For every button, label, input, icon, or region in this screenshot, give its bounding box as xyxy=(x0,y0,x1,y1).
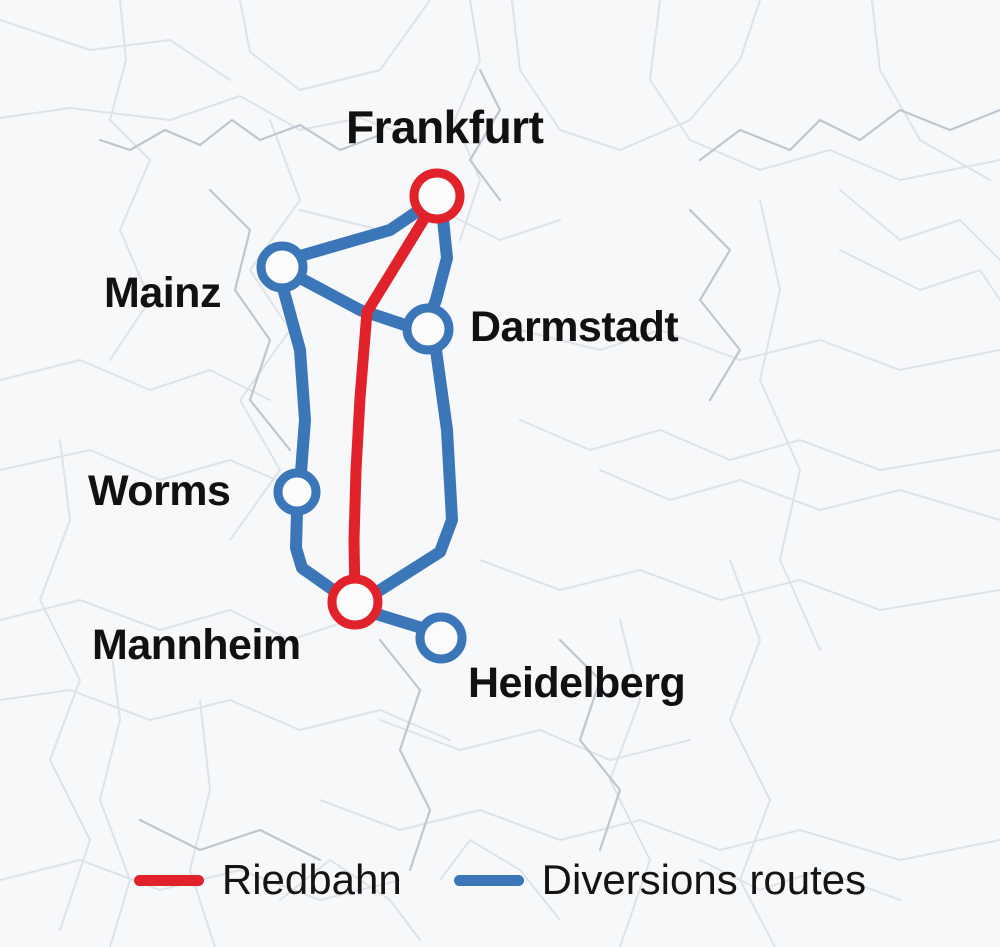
basemap-faint-road-23 xyxy=(839,249,1000,301)
basemap-major-road-1 xyxy=(208,188,292,452)
basemap-faint-road-5 xyxy=(871,0,991,181)
basemap-faint-road-12 xyxy=(0,599,351,641)
station-node-darmstadt[interactable] xyxy=(402,303,454,355)
basemap-faint-road-14 xyxy=(99,639,131,947)
map-legend: Riedbahn Diversions routes xyxy=(0,845,1000,915)
diversion-route-mainz-darmstadt xyxy=(294,272,414,332)
basemap-faint-road-29 xyxy=(279,859,421,941)
station-node-mannheim[interactable] xyxy=(327,574,383,630)
basemap-faint-road-21 xyxy=(519,419,1000,471)
riedbahn-route-line xyxy=(348,192,443,606)
legend-label-riedbahn: Riedbahn xyxy=(221,856,402,903)
legend-swatch-diversions-line xyxy=(453,874,524,886)
diversion-route-frankfurt-mainz xyxy=(294,201,430,262)
basemap-major-road-3 xyxy=(688,208,742,402)
legend-swatch-riedbahn-line xyxy=(133,874,204,886)
city-label-mainz: Mainz xyxy=(104,269,221,317)
basemap-major-road-5 xyxy=(378,638,432,872)
station-node-frankfurt[interactable] xyxy=(409,168,465,224)
diversion-route-worms-mannheim xyxy=(290,506,342,598)
basemap-faint-road-10 xyxy=(0,449,301,491)
basemap-faint-road-16 xyxy=(609,619,651,947)
basemap-faint-road-11 xyxy=(39,439,91,931)
basemap-faint-road-9 xyxy=(0,359,271,401)
basemap-faint-road-31 xyxy=(699,859,901,901)
diversion-route-mannheim-heidelberg xyxy=(367,607,431,635)
diversion-route-darmstadt-mannheim xyxy=(368,344,458,600)
basemap-major-roads xyxy=(98,68,1000,872)
basemap-faint-road-2 xyxy=(239,0,431,91)
city-station-nodes xyxy=(256,168,467,664)
basemap-faint-road-15 xyxy=(189,699,216,947)
basemap-faint-road-20 xyxy=(519,329,1000,371)
city-label-mannheim: Mannheim xyxy=(92,621,301,669)
city-label-frankfurt: Frankfurt xyxy=(346,101,544,153)
basemap-major-road-4 xyxy=(558,638,622,852)
basemap-faint-road-4 xyxy=(649,0,1000,181)
basemap-major-road-0 xyxy=(98,118,382,152)
basemap-faint-road-30 xyxy=(439,839,561,921)
city-label-darmstadt: Darmstadt xyxy=(470,303,679,351)
basemap-major-road-7 xyxy=(468,68,502,202)
city-label-heidelberg: Heidelberg xyxy=(468,659,686,707)
city-label-worms: Worms xyxy=(88,467,231,515)
basemap-faint-road-18 xyxy=(454,0,481,241)
basemap-major-road-2 xyxy=(698,108,1000,162)
basemap-faint-road-19 xyxy=(839,189,1000,261)
basemap-faint-road-13 xyxy=(0,689,451,741)
basemap-faint-road-25 xyxy=(479,559,1000,611)
station-node-mainz[interactable] xyxy=(256,241,308,293)
station-node-worms[interactable] xyxy=(273,468,321,516)
basemap-major-road-6 xyxy=(138,818,322,862)
basemap-faint-road-17 xyxy=(729,559,776,947)
basemap-faint-road-0 xyxy=(109,0,151,361)
basemap-faint-road-1 xyxy=(0,95,421,141)
diversion-route-mainz-worms xyxy=(277,282,311,478)
legend-label-diversions: Diversions routes xyxy=(541,856,867,903)
basemap-faint-road-22 xyxy=(759,199,821,651)
basemap-faint-road-6 xyxy=(0,19,231,81)
legend-entry-diversions: Diversions routes xyxy=(453,856,867,903)
basemap-faint-road-3 xyxy=(511,0,761,151)
station-node-heidelberg[interactable] xyxy=(415,612,467,664)
basemap-faint-road-24 xyxy=(599,469,1000,521)
basemap-faint-road-28 xyxy=(379,719,691,761)
legend-entry-riedbahn: Riedbahn xyxy=(133,856,402,903)
